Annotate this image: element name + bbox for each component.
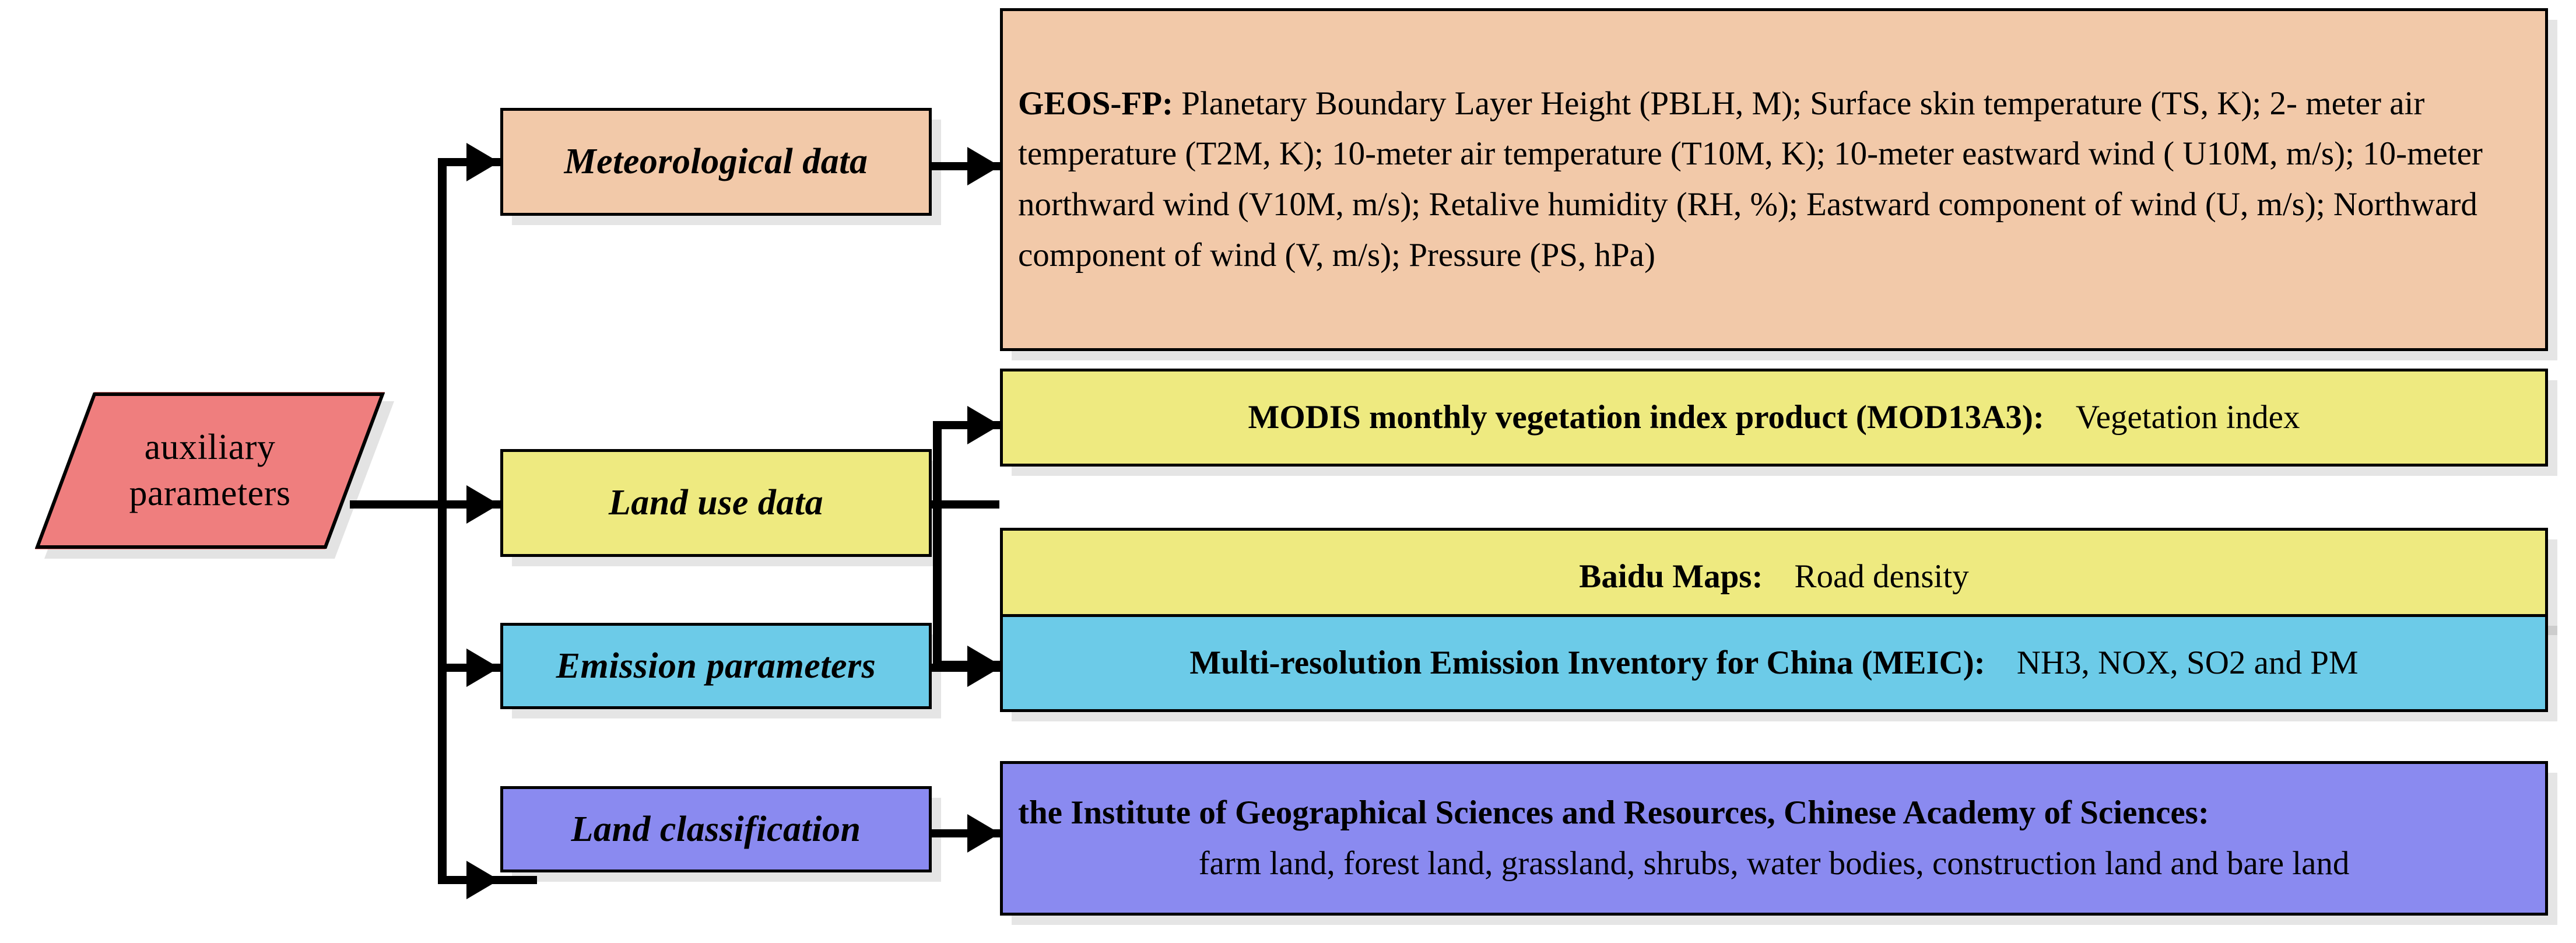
detail-meteorological-line-1: Planetary Boundary Layer Height (PBLH, M…: [1173, 85, 2297, 122]
detail-value-land-classification: farm land, forest land, grassland, shrub…: [1198, 844, 2350, 882]
arrowhead-vegetation: [967, 406, 1000, 444]
detail-meteorological-line-3: ( U10M, m/s); 10-meter northward wind (V…: [1018, 135, 2483, 223]
detail-meteorological-line-4: component of wind (U, m/s); Northward co…: [1018, 186, 2477, 274]
source-node-outline: [35, 392, 385, 549]
detail-box-land-classification[interactable]: the Institute of Geographical Sciences a…: [1000, 761, 2548, 916]
detail-box-vegetation-index[interactable]: MODIS monthly vegetation index product (…: [1000, 369, 2548, 467]
detail-value-emission: NH3, NOX, SO2 and PM: [2016, 644, 2359, 681]
detail-text-emission-inventory: Multi-resolution Emission Inventory for …: [1003, 638, 2545, 689]
category-box-meteorological-data[interactable]: Meteorological data: [500, 108, 932, 216]
detail-box-meteorological[interactable]: GEOS-FP: Planetary Boundary Layer Height…: [1000, 8, 2548, 351]
connector-landuse-stem: [931, 500, 999, 509]
arrowhead-landclass: [466, 861, 499, 899]
category-label-emission-parameters: Emission parameters: [556, 646, 876, 686]
detail-text-meteorological: GEOS-FP: Planetary Boundary Layer Height…: [1003, 79, 2545, 281]
detail-source-meic: Multi-resolution Emission Inventory for …: [1189, 644, 1985, 681]
category-label-meteorological-data: Meteorological data: [564, 142, 868, 181]
arrowhead-landuse: [466, 485, 499, 524]
detail-text-road-density: Baidu Maps: Road density: [1003, 552, 2545, 602]
source-node-fill: [35, 392, 385, 549]
detail-value-road: Road density: [1794, 558, 1969, 595]
category-box-land-classification[interactable]: Land classification: [500, 786, 932, 872]
source-label-line-2: parameters: [129, 474, 291, 513]
source-label-line-1: auxiliary: [144, 427, 276, 467]
arrowhead-emission-detail: [967, 648, 1000, 687]
category-box-emission-parameters[interactable]: Emission parameters: [500, 623, 932, 709]
detail-source-igsnrr: the Institute of Geographical Sciences a…: [1018, 794, 2209, 831]
detail-source-geos-fp: GEOS-FP:: [1018, 85, 1173, 122]
arrowhead-meteorological-detail: [967, 147, 1000, 185]
detail-text-land-classification: the Institute of Geographical Sciences a…: [1003, 788, 2545, 889]
connector-main-spine: [438, 158, 447, 884]
detail-source-modis: MODIS monthly vegetation index product (…: [1248, 398, 2044, 436]
detail-meteorological-line-2: meter air temperature (T2M, K); 10-meter…: [1018, 85, 2425, 173]
category-label-land-use-data: Land use data: [608, 483, 824, 523]
arrowhead-meteorological: [466, 143, 499, 181]
arrowhead-landclass-detail: [967, 814, 1000, 853]
connector-source-stem: [350, 500, 446, 509]
source-node-auxiliary-parameters[interactable]: auxiliary parameters: [35, 392, 394, 559]
detail-value-vegetation: Vegetation index: [2075, 398, 2300, 436]
detail-box-road-density[interactable]: Baidu Maps: Road density: [1000, 528, 2548, 626]
connector-landuse-bracket-spine: [933, 421, 942, 669]
detail-box-emission-inventory[interactable]: Multi-resolution Emission Inventory for …: [1000, 614, 2548, 712]
category-label-land-classification: Land classification: [571, 809, 861, 849]
source-node-label: auxiliary parameters: [35, 392, 385, 549]
category-box-land-use-data[interactable]: Land use data: [500, 449, 932, 557]
detail-text-vegetation-index: MODIS monthly vegetation index product (…: [1003, 392, 2545, 443]
arrowhead-emission: [466, 648, 499, 687]
detail-source-baidu-maps: Baidu Maps:: [1579, 558, 1763, 595]
